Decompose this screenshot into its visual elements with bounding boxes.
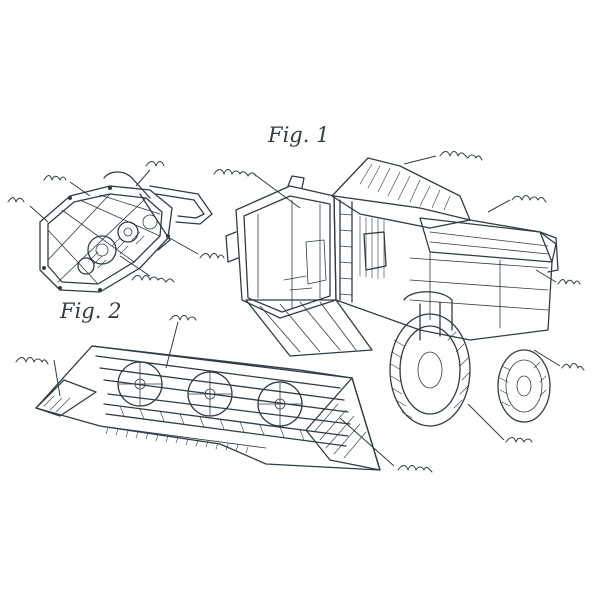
fig-1-callouts xyxy=(15,151,585,473)
fig-1-header xyxy=(35,345,381,471)
callout-scribble xyxy=(213,169,257,177)
fig-2-label: Fig. 2 xyxy=(59,299,121,323)
fig-2-callouts xyxy=(7,161,225,283)
fig-1-combine xyxy=(225,157,559,427)
fig-2-mechanism xyxy=(39,171,213,293)
fig-1-label: Fig. 1 xyxy=(267,123,329,147)
